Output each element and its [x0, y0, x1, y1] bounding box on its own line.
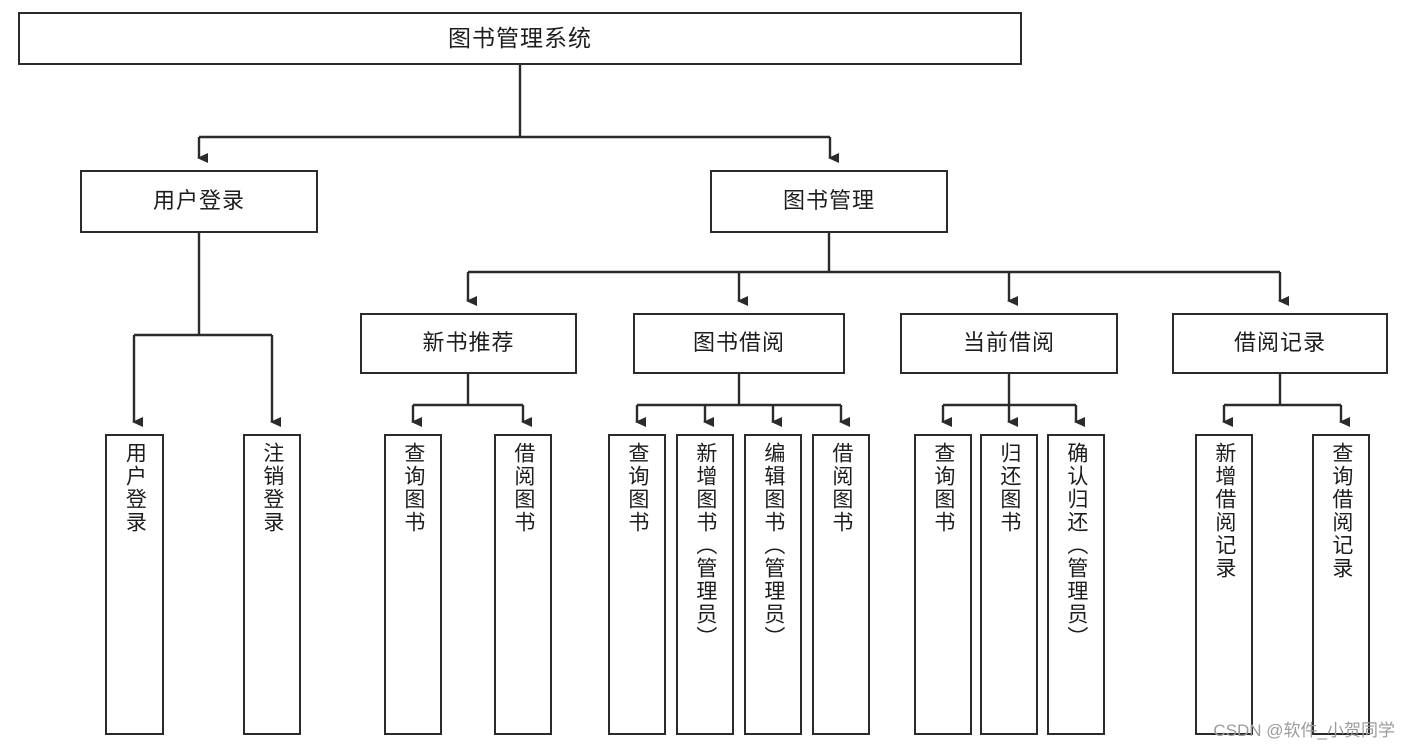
node-label: 注销登录 — [260, 442, 284, 534]
leaf-edit-book-admin[interactable]: 编辑图书（管理员） — [744, 434, 802, 735]
leaf-borrow-book-recommend[interactable]: 借阅图书 — [494, 434, 552, 735]
node-label: 用户登录 — [152, 188, 245, 214]
node-label: 新增图书（管理员） — [693, 442, 717, 649]
node-label: 用户登录 — [123, 442, 147, 534]
node-current-borrow[interactable]: 当前借阅 — [900, 313, 1118, 374]
node-label: 借阅记录 — [1233, 330, 1326, 356]
csdn-watermark: CSDN @软件_小贺同学 — [1213, 721, 1395, 740]
leaf-query-book-borrow[interactable]: 查询图书 — [608, 434, 666, 735]
node-label: 查询借阅记录 — [1329, 442, 1353, 580]
node-label: 借阅图书 — [829, 442, 853, 534]
node-label: 图书管理 — [782, 188, 875, 214]
leaf-confirm-return-admin[interactable]: 确认归还（管理员） — [1047, 434, 1105, 735]
node-borrow-record[interactable]: 借阅记录 — [1172, 313, 1388, 374]
node-root-book-management-system[interactable]: 图书管理系统 — [18, 12, 1022, 65]
leaf-query-borrow-record[interactable]: 查询借阅记录 — [1312, 434, 1370, 735]
leaf-query-book-current[interactable]: 查询图书 — [914, 434, 972, 735]
node-label: 归还图书 — [997, 442, 1021, 534]
node-book-management[interactable]: 图书管理 — [710, 170, 948, 233]
node-label: 确认归还（管理员） — [1064, 442, 1088, 649]
node-user-login[interactable]: 用户登录 — [80, 170, 318, 233]
node-label: 查询图书 — [625, 442, 649, 534]
node-label: 查询图书 — [401, 442, 425, 534]
node-label: 查询图书 — [931, 442, 955, 534]
leaf-query-book-recommend[interactable]: 查询图书 — [384, 434, 442, 735]
node-label: 图书借阅 — [692, 330, 785, 356]
node-new-book-recommend[interactable]: 新书推荐 — [360, 313, 577, 374]
leaf-borrow-book[interactable]: 借阅图书 — [812, 434, 870, 735]
node-label: 图书管理系统 — [448, 24, 592, 51]
node-label: 新增借阅记录 — [1212, 442, 1236, 580]
node-book-borrow[interactable]: 图书借阅 — [633, 313, 845, 374]
leaf-add-borrow-record[interactable]: 新增借阅记录 — [1195, 434, 1253, 735]
node-label: 编辑图书（管理员） — [761, 442, 785, 649]
node-label: 新书推荐 — [422, 330, 515, 356]
leaf-add-book-admin[interactable]: 新增图书（管理员） — [676, 434, 734, 735]
node-label: 借阅图书 — [511, 442, 535, 534]
leaf-user-login[interactable]: 用户登录 — [105, 434, 164, 735]
node-label: 当前借阅 — [962, 330, 1055, 356]
leaf-logout-login[interactable]: 注销登录 — [243, 434, 301, 735]
leaf-return-book[interactable]: 归还图书 — [980, 434, 1038, 735]
